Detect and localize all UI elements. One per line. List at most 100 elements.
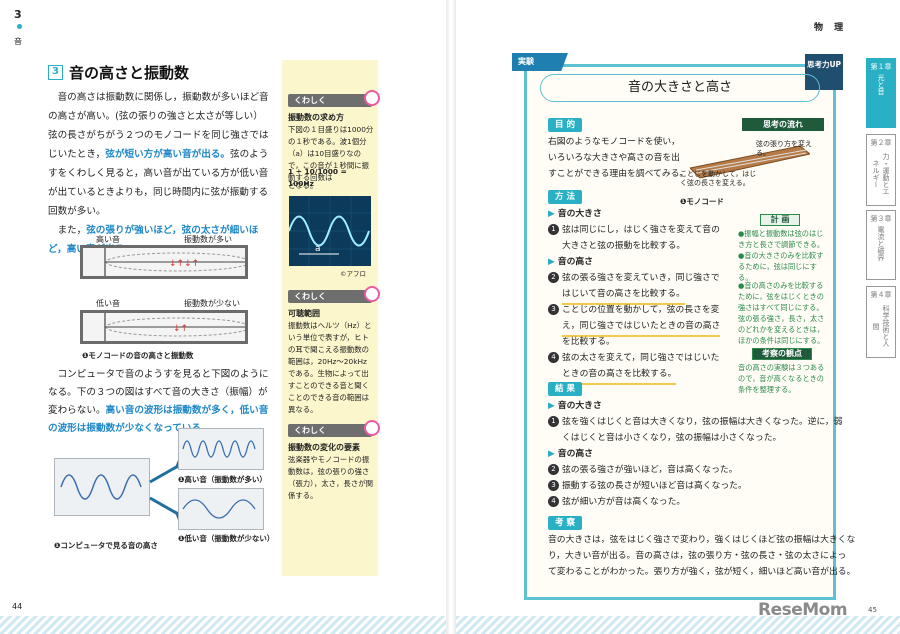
experiment-title: 音の大きさと高さ <box>540 74 820 102</box>
result-volume-label: 音の大きさ <box>557 401 602 411</box>
page-number-left: 44 <box>12 602 23 611</box>
para3-text: コンピュータで音のようすを見ると下図のようになる。下の３つの図はすべて音の大きさ… <box>48 369 269 416</box>
left-page: 3 音 3 音の高さと振動数 音の高さは振動数に関係し，振動数が多いほど音の高さ… <box>0 0 446 634</box>
sidebar-heading-3: 振動数の変化の要素 <box>288 443 360 452</box>
waveform-high <box>178 428 264 470</box>
result-1-line-1: 弦を強くはじくと音は大きくなり，弦の振幅は大きくなった。逆に，弱 <box>562 417 843 427</box>
method-3-line-3: を比較する。 <box>562 337 615 347</box>
triangle-icon: ▶ <box>548 257 555 267</box>
low-wave-caption: ❶低い音（振動数が少ない） <box>178 534 275 543</box>
few-vibrations-label: 振動数が少ない <box>184 299 240 308</box>
number-4-icon: 4 <box>548 352 559 363</box>
section-heading: 音の高さと振動数 <box>69 64 190 82</box>
plan-heading: 計 画 <box>760 214 800 226</box>
svg-text:↓↑↓↑: ↓↑↓↑ <box>169 259 199 269</box>
chapter-tab-1[interactable]: 第１章光と音 <box>866 58 896 128</box>
triangle-icon: ▶ <box>548 401 555 411</box>
consider-line-2: り，大きい音が出る。音の高さは，弦の張り方・弦の長さ・弦の太さによっ <box>548 551 847 561</box>
chapter-dot <box>17 24 22 29</box>
chapter-tab-3[interactable]: 第３章電流と磁界 <box>866 210 896 280</box>
wavelength-label: a <box>315 244 321 254</box>
body-text-1: 音の高さは振動数に関係し，振動数が多いほど音の高さが高い。(弦の張りの強さと太さ… <box>48 88 270 259</box>
experiment-tag: 実験 <box>512 53 568 71</box>
plan-1: ●振幅と振動数は弦のはじき方と長さで調節できる。 <box>738 229 825 249</box>
detail-tag-3-label: くわしく <box>294 426 326 435</box>
detail-tag-2: くわしく <box>288 286 380 303</box>
para1-highlight: 弦が短い方が高い音が出る。 <box>105 149 230 160</box>
sidebar-text-1: 下図の１目盛りは1000分の１秒である。波1個分（a）は10目盛りなので，この音… <box>288 125 374 182</box>
many-vibrations-label: 振動数が多い <box>184 235 232 244</box>
thinking-flow-heading: 思考の流れ <box>742 118 824 131</box>
tab-4-label: 科学技術と人間 <box>872 305 890 347</box>
sidebar-text-3: 弦楽器やモノコードの振動数は，弦の張りの強さ（張力），太さ，長さが関係する。 <box>288 455 373 500</box>
method-volume-label: 音の大きさ <box>557 209 602 219</box>
result-volume-heading: ▶音の大きさ <box>548 398 602 415</box>
triangle-icon: ▶ <box>548 449 555 459</box>
number-3-icon: 3 <box>548 480 559 491</box>
section-title: 3 音の高さと振動数 <box>48 62 189 83</box>
view-text: 音の高さの実験は３つあるので，音が高くなるときの条件を整理する。 <box>738 363 825 394</box>
watermark-logo: ReseMom <box>758 600 848 620</box>
magnifier-icon <box>364 90 380 106</box>
monochord-caption: ❶モノコードの音の高さと振動数 <box>82 351 194 360</box>
triangle-icon: ▶ <box>548 209 555 219</box>
high-sound-label: 高い音 <box>96 235 120 244</box>
high-wave-caption: ❶高い音（振動数が多い） <box>178 475 267 484</box>
chapter-number: 3 <box>14 8 22 21</box>
page-number-right: 45 <box>868 606 877 614</box>
method-1-line-1: 弦は同じにし，はじく強さを変えて音の <box>562 225 720 235</box>
number-1-icon: 1 <box>548 224 559 235</box>
oscilloscope-wave-svg <box>288 196 371 266</box>
number-2-icon: 2 <box>548 464 559 475</box>
chapter-tab-4[interactable]: 第４章科学技術と人間 <box>866 286 896 358</box>
method-2-line-1: 弦の張る強さを変えていき，同じ強さで <box>562 273 720 283</box>
chapter-tab-2[interactable]: 第２章力・運動とエネルギー <box>866 134 896 206</box>
result-pitch-label: 音の高さ <box>557 449 593 459</box>
tab-2-num: 第２章 <box>870 139 892 147</box>
method-pitch-label: 音の高さ <box>557 257 593 267</box>
monochord-high: ↓↑↓↑ <box>80 245 251 279</box>
svg-text:↓↑: ↓↑ <box>173 324 188 334</box>
result-heading: 結 果 <box>548 382 582 396</box>
waveform-reference <box>54 458 150 516</box>
number-1-icon: 1 <box>548 416 559 427</box>
sidebar-heading-1: 振動数の求め方 <box>288 113 344 122</box>
detail-tag-1-label: くわしく <box>294 96 326 105</box>
monochord-label-1: 弦の張り方を変える。 <box>756 140 812 157</box>
high-string-svg: ↓↑↓↑ <box>104 248 251 276</box>
view-heading: 考察の観点 <box>752 348 812 360</box>
method-2-line-2: はじいて音の高さを比較する。 <box>562 286 685 305</box>
para1-text: 音の高さは振動数に関係し，振動数が多いほど音の高さが高い。(弦の張りの強さと太さ… <box>48 92 269 160</box>
monochord-label-2: ことじを動かして，はじく弦の長さを変える。 <box>680 170 757 187</box>
tab-2-label: 力・運動とエネルギー <box>872 153 890 195</box>
tab-4-num: 第４章 <box>870 291 892 299</box>
method-volume-heading: ▶音の大きさ <box>548 206 602 223</box>
consider-line-3: て変わることがわかった。張り方が強く，弦が短く，細いほど高い音が出る。 <box>548 567 856 577</box>
result-4-text: 弦が細い方が音は高くなった。 <box>562 497 686 507</box>
method-pitch-heading: ▶音の高さ <box>548 254 593 271</box>
low-sound-label: 低い音 <box>96 299 120 308</box>
low-string-svg: ↓↑ <box>104 313 251 341</box>
photo-credit: ©アフロ <box>340 270 366 278</box>
magnifier-icon <box>364 286 380 302</box>
paragraph-3: コンピュータで音のようすを見ると下図のようになる。下の３つの図はすべて音の大きさ… <box>48 366 270 438</box>
purpose-line-3: すことができる理由を調べてみる。 <box>548 169 689 179</box>
low-wave-svg <box>182 499 256 519</box>
tab-1-label: 光と音 <box>877 74 885 95</box>
tab-3-label: 電流と磁界 <box>877 226 885 261</box>
result-pitch-heading: ▶音の高さ <box>548 446 593 463</box>
detail-tag-3: くわしく <box>288 420 380 437</box>
magnifier-icon <box>364 420 380 436</box>
high-wave-svg <box>182 440 256 458</box>
result-2-text: 弦の張る強さが強いほど，音は高くなった。 <box>562 465 738 475</box>
method-1-line-2: 大きさと弦の振動を比較する。 <box>562 241 686 251</box>
